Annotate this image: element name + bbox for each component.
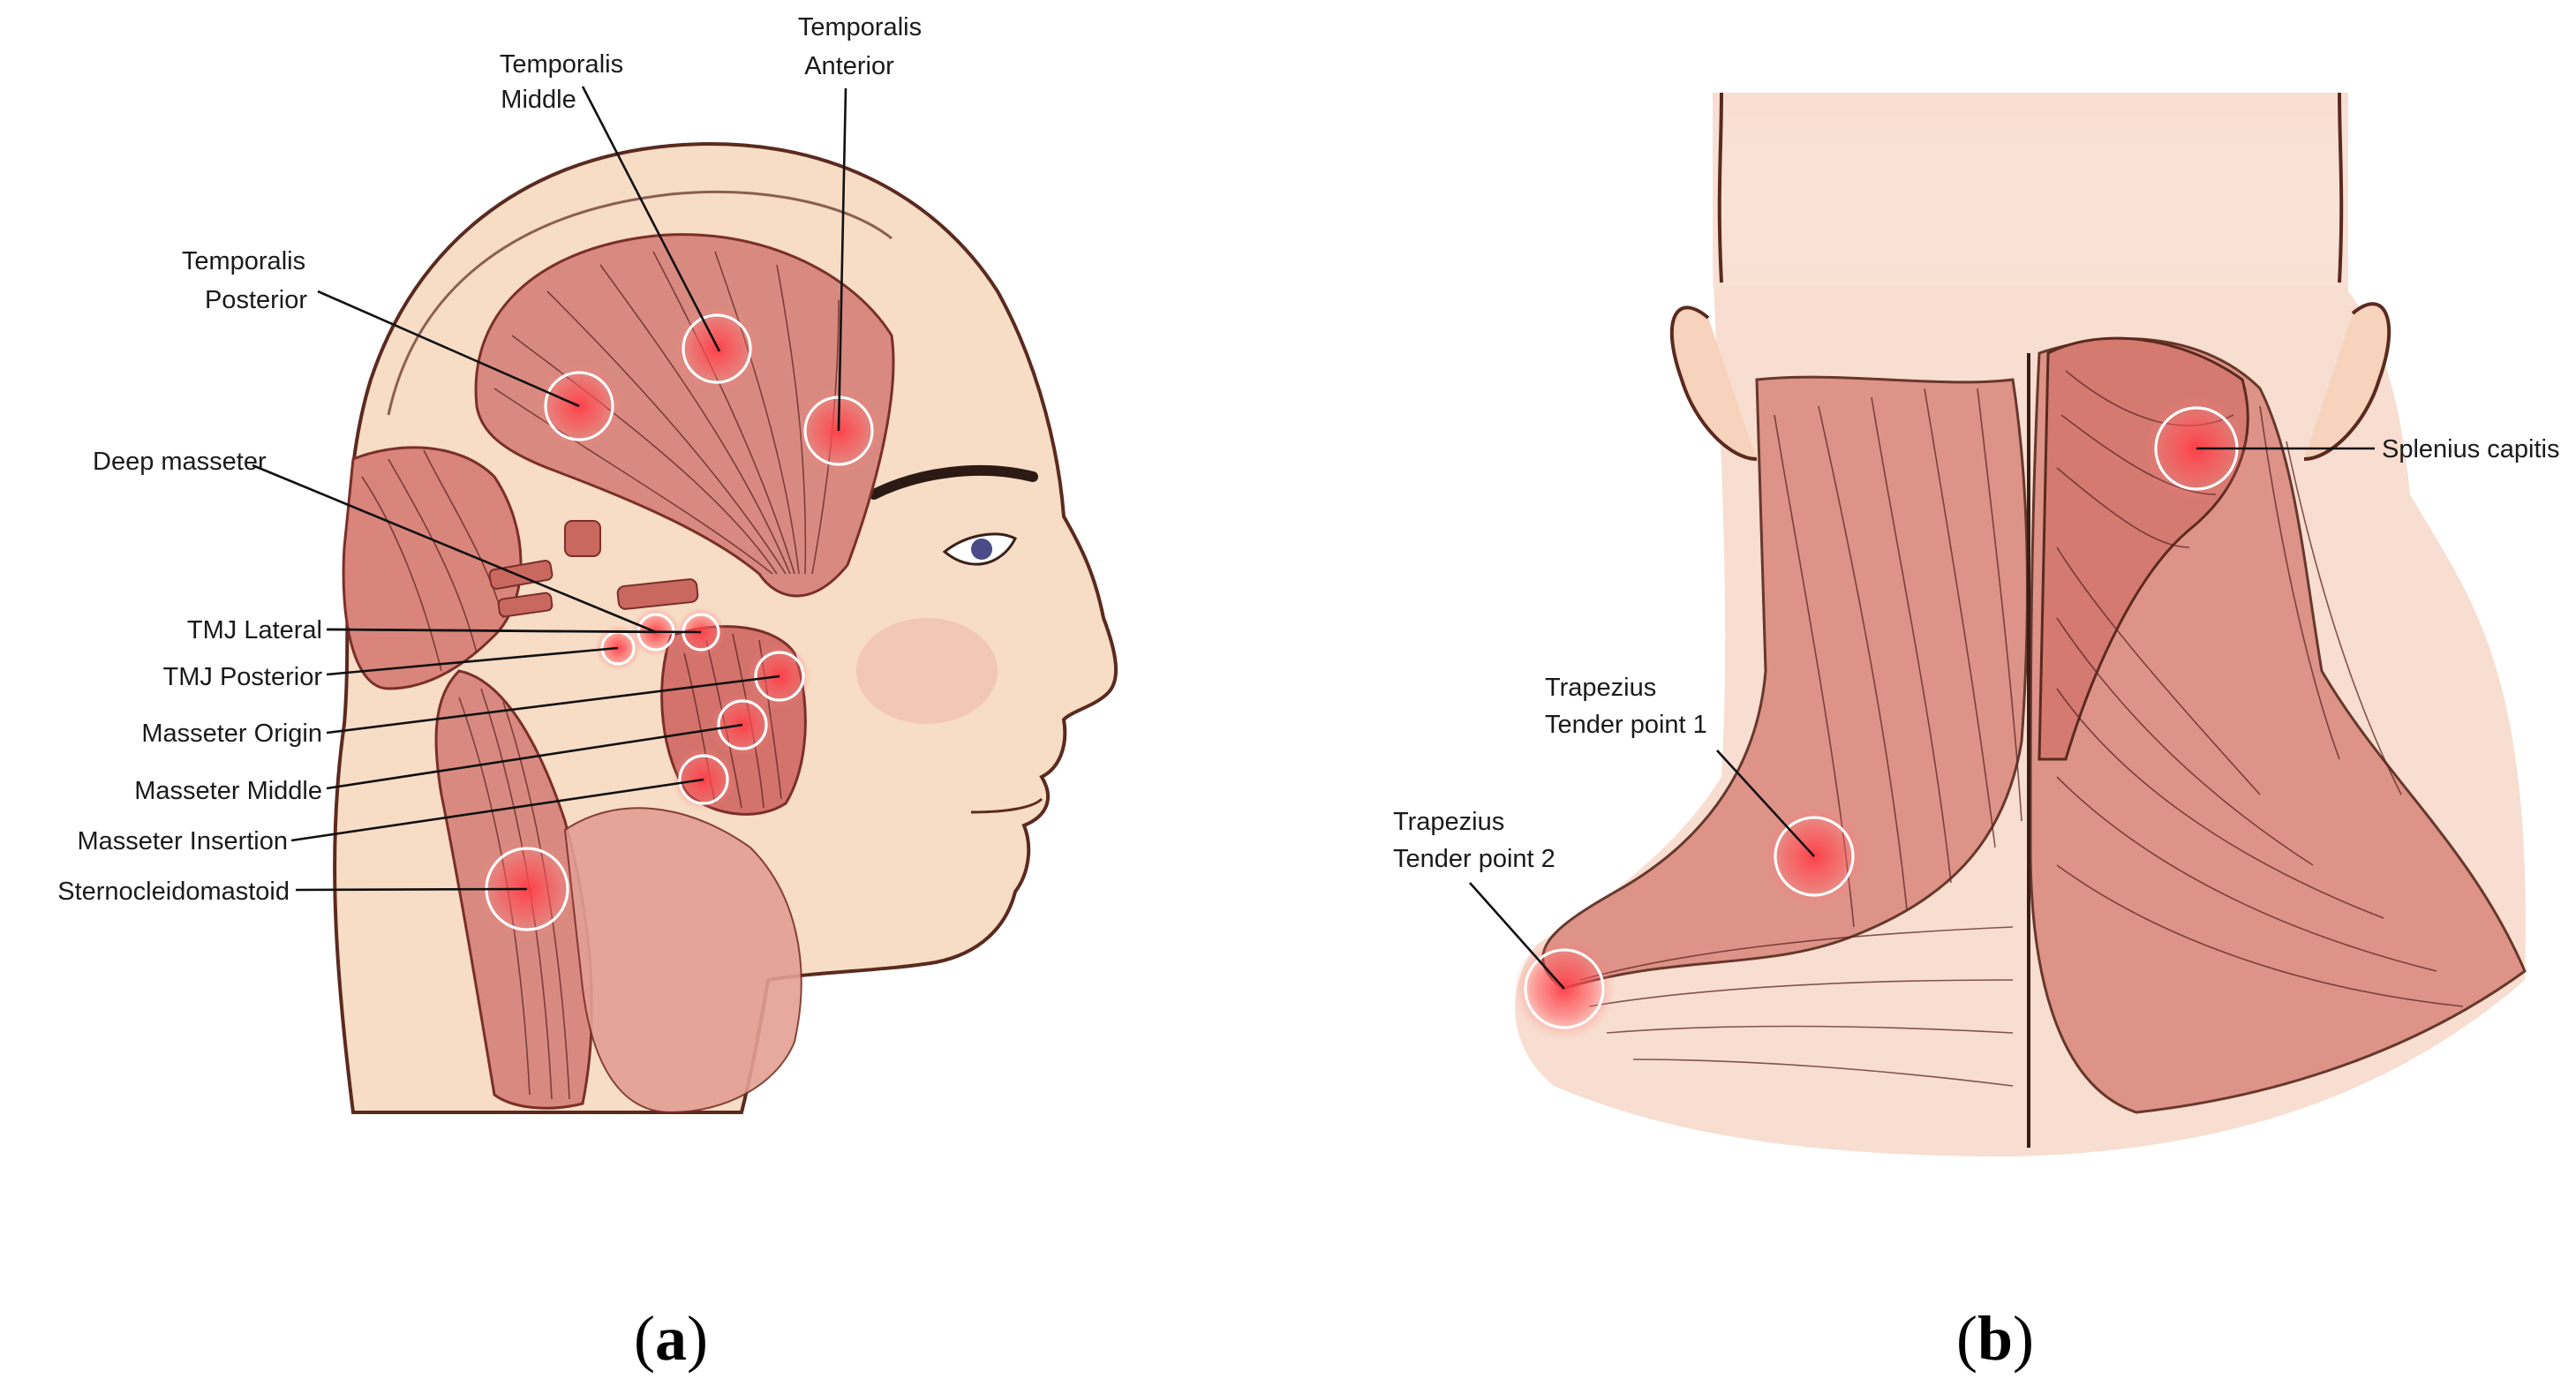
label-masseter-insertion: Masseter Insertion [77, 827, 288, 855]
label-temporalis-anterior: Temporalis Anterior [798, 13, 929, 80]
label-deep-masseter: Deep masseter [93, 448, 267, 476]
left-neck-muscles [1541, 375, 2030, 991]
occipital-fibers [361, 449, 504, 672]
label-temporalis-middle: Temporalis Middle [500, 50, 630, 114]
label-trapezius-tp2: Trapezius Tender point 2 [1393, 808, 1555, 873]
panel-b-labels: Splenius capitis Trapezius Tender point … [1393, 435, 2560, 873]
label-trapezius-tp1: Trapezius Tender point 1 [1545, 674, 1707, 739]
label-temporalis-posterior: Temporalis Posterior [182, 247, 313, 314]
panel-b-neck [1515, 92, 2527, 1157]
neck-fibers [1579, 370, 2464, 1087]
label-splenius-capitis: Splenius capitis [2382, 435, 2560, 463]
iris [971, 539, 992, 560]
eyebrow [869, 465, 1038, 500]
label-tmj-posterior: TMJ Posterior [163, 663, 323, 691]
panel-a-leaders [252, 86, 847, 892]
label-masseter-middle: Masseter Middle [134, 777, 322, 805]
label-sternocleidomastoid: Sternocleidomastoid [57, 878, 290, 906]
caption-panel-b: (b) [1956, 1303, 2034, 1374]
label-masseter-origin: Masseter Origin [141, 720, 322, 748]
panel-a-labels: Temporalis Middle Temporalis Anterior Te… [57, 13, 929, 906]
label-tmj-lateral: TMJ Lateral [187, 616, 322, 644]
temporalis-fibers [493, 251, 840, 575]
panel-b-tender-points [1513, 396, 2249, 1040]
neck-posterior-muscles [342, 446, 523, 690]
left-ear [1669, 305, 1758, 461]
caption-panel-a: (a) [634, 1303, 708, 1374]
panel-b-leaders [1469, 447, 2375, 990]
lower-neck-muscles [563, 807, 802, 1114]
